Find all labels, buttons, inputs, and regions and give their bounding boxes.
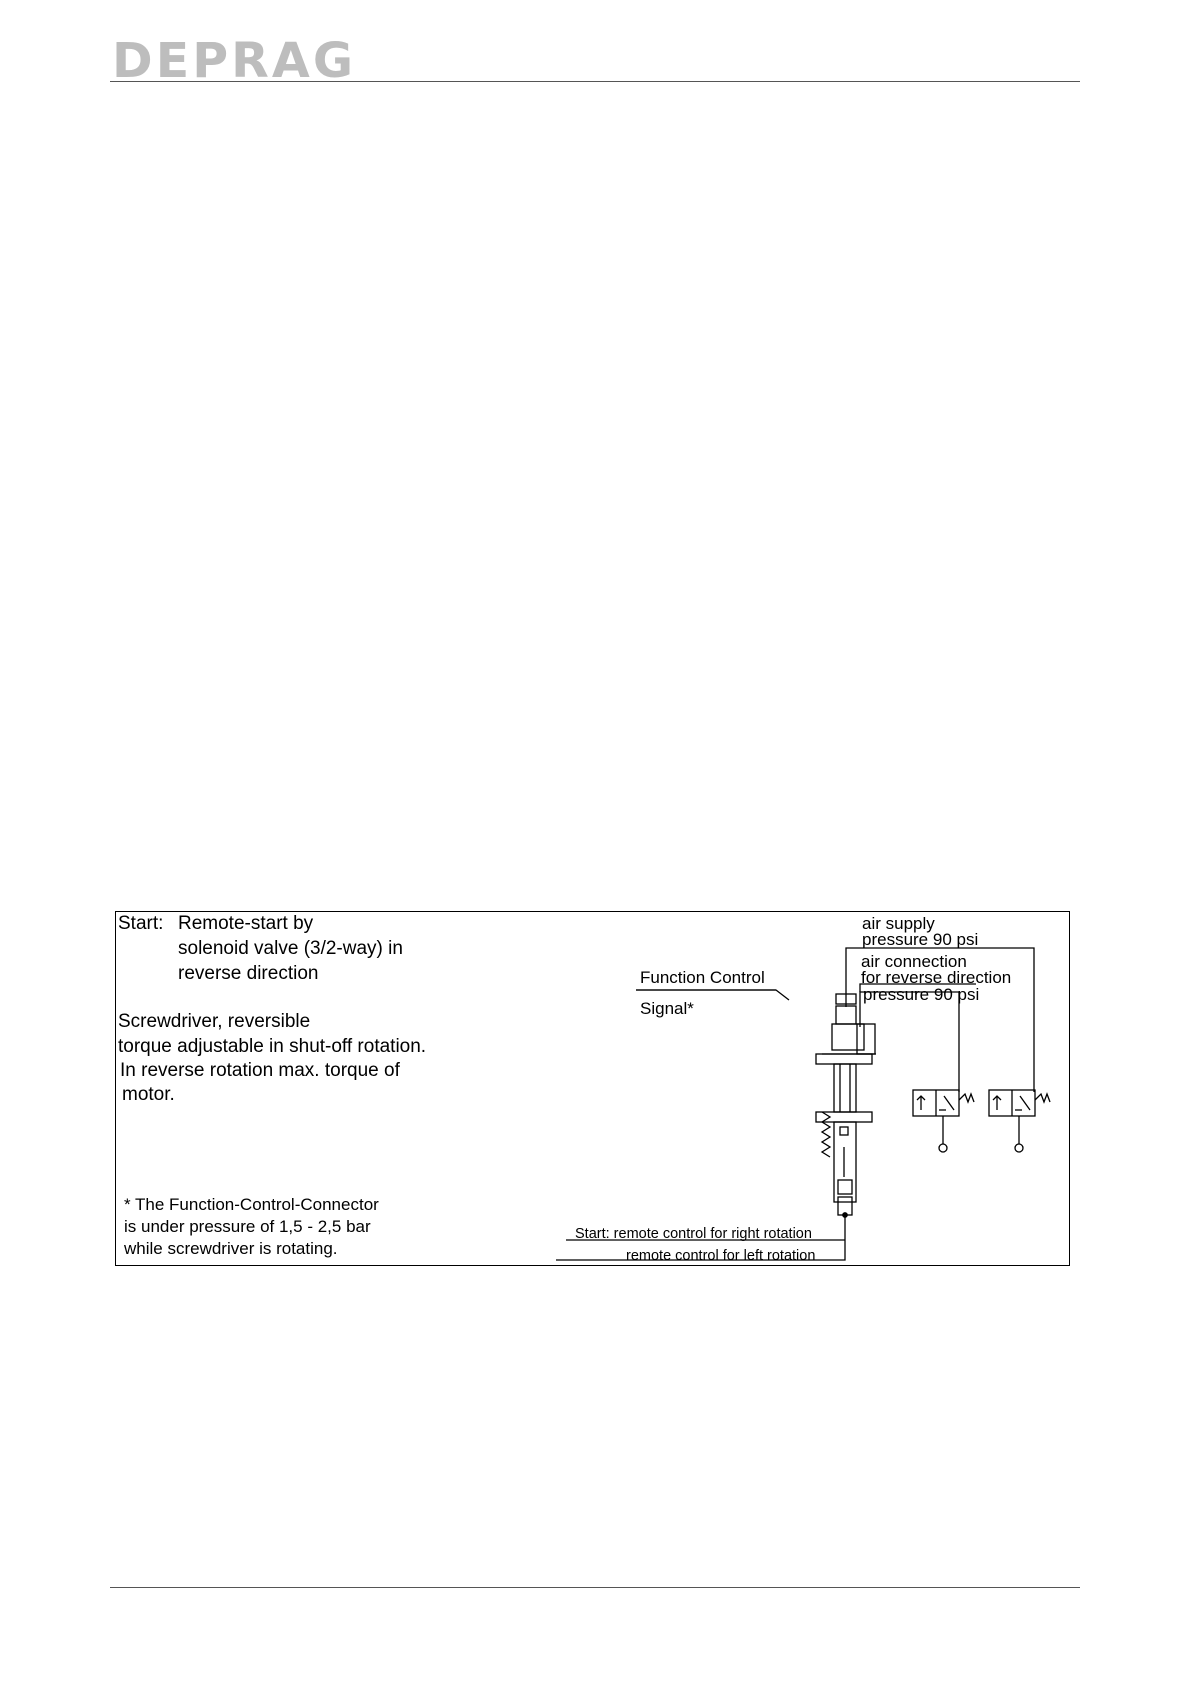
pneumatic-diagram-figure: Start: Remote-start by solenoid valve (3…: [115, 911, 1070, 1266]
description-line-4: motor.: [122, 1084, 175, 1105]
start-line-2: solenoid valve (3/2-way) in: [178, 938, 403, 959]
header-divider: [110, 81, 1080, 82]
air-supply-label: air supply: [862, 914, 935, 933]
note-line-1: * The Function-Control-Connector: [124, 1195, 379, 1214]
note-line-3: while screwdriver is rotating.: [124, 1239, 338, 1258]
reverse-direction-label: for reverse direction: [861, 968, 1012, 987]
start-line-1: Remote-start by: [178, 913, 314, 934]
start-label: Start:: [118, 913, 164, 934]
description-line-3: In reverse rotation max. torque of: [120, 1060, 400, 1081]
reverse-pressure-label: pressure 90 psi: [863, 985, 980, 1004]
description-line-1: Screwdriver, reversible: [118, 1011, 311, 1032]
description-line-2: torque adjustable in shut-off rotation.: [118, 1036, 427, 1057]
note-line-2: is under pressure of 1,5 - 2,5 bar: [124, 1217, 371, 1236]
air-supply-pressure-label: pressure 90 psi: [862, 930, 979, 949]
footer-divider: [110, 1587, 1080, 1588]
deprag-logo: DEPRAG: [112, 33, 357, 89]
start-line-3: reverse direction: [178, 963, 319, 984]
signal-label: Signal*: [640, 999, 694, 1018]
reverse-connection-label: air connection: [861, 952, 967, 971]
screwdriver-schematic: [556, 947, 1051, 1261]
right-rotation-label: Start: remote control for right rotation: [575, 1226, 812, 1242]
function-control-label: Function Control: [640, 968, 765, 987]
